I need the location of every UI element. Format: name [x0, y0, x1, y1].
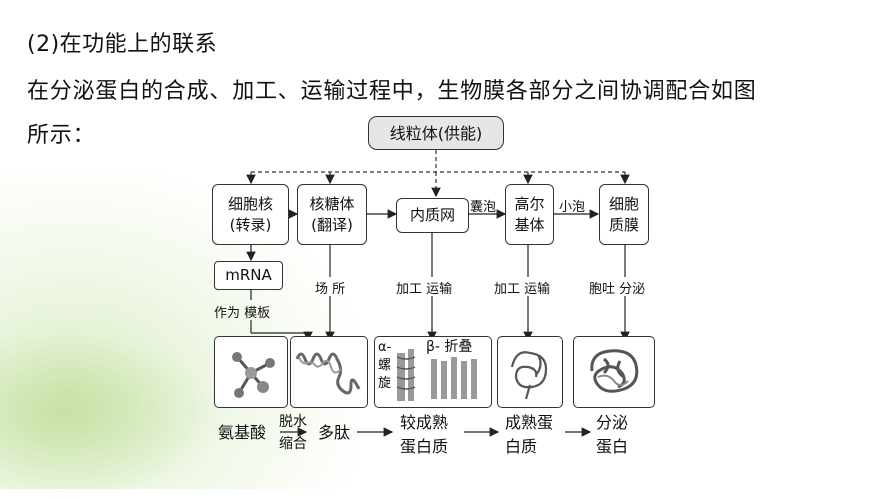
- er-box: 内质网: [396, 198, 469, 233]
- intro-line-2: 所示：: [27, 123, 96, 148]
- ribosome-label: 核糖体: [309, 194, 355, 213]
- membrane-box: 细胞 质膜: [599, 184, 649, 245]
- ribosome-sub-label: (翻译): [311, 215, 353, 234]
- nucleus-box: 细胞核 (转录): [212, 184, 289, 245]
- dehydration-label-1: 脱水: [279, 414, 307, 430]
- nucleus-label: 细胞核: [227, 194, 273, 213]
- mature-protein-label-1: 成熟蛋: [505, 413, 554, 432]
- background-leaf-decoration-2: [0, 330, 220, 500]
- golgi-label-2: 基体: [514, 215, 545, 234]
- alpha-helix-label-b: 螺: [378, 358, 392, 373]
- mitochondria-box: 线粒体(供能): [368, 116, 504, 150]
- intro-line-1: 在分泌蛋白的合成、加工、运输过程中，生物膜各部分之间协调配合如图: [27, 79, 757, 104]
- secreted-protein-label-1: 分泌: [596, 413, 629, 432]
- site-label: 场 所: [315, 282, 346, 297]
- membrane-process-label: 胞吐 分泌: [589, 282, 646, 297]
- section-heading: (2)在功能上的联系: [27, 32, 218, 57]
- vesicle-label: 囊泡: [470, 200, 497, 215]
- mrna-box: mRNA: [214, 261, 283, 290]
- mature-protein-partial-label-2: 蛋白质: [400, 437, 449, 456]
- er-label: 内质网: [409, 206, 455, 224]
- mature-protein-label-2: 白质: [505, 437, 538, 456]
- golgi-label-1: 高尔: [514, 194, 545, 213]
- mitochondria-label: 线粒体(供能): [389, 123, 483, 143]
- secreted-protein-image: [573, 336, 655, 408]
- polypeptide-label: 多肽: [318, 423, 351, 442]
- secreted-protein-label-2: 蛋白: [596, 437, 629, 456]
- er-process-label: 加工 运输: [396, 282, 453, 297]
- membrane-label-2: 质膜: [608, 215, 639, 234]
- mrna-label: mRNA: [225, 266, 272, 284]
- alpha-helix-label-a: α-: [378, 340, 392, 355]
- mature-protein-partial-image: [497, 336, 563, 408]
- golgi-process-label: 加工 运输: [494, 282, 551, 297]
- diagram-connectors: [246, 150, 630, 437]
- amino-acid-image: [214, 336, 288, 408]
- golgi-box: 高尔 基体: [505, 184, 554, 245]
- nucleus-sub-label: (转录): [229, 215, 272, 234]
- dehydration-label-2: 缩合: [279, 436, 307, 452]
- polypeptide-image: [290, 336, 368, 408]
- beta-sheet-label: β- 折叠: [426, 339, 473, 355]
- amino-acid-label: 氨基酸: [218, 423, 267, 442]
- mature-protein-partial-label-1: 较成熟: [400, 413, 449, 432]
- small-vesicle-label: 小泡: [559, 200, 586, 215]
- secondary-structure-image: α- 螺 旋 β- 折叠: [374, 336, 492, 408]
- ribosome-box: 核糖体 (翻译): [297, 184, 367, 245]
- membrane-label-1: 细胞: [608, 194, 639, 213]
- template-label: 作为 模板: [214, 306, 271, 321]
- alpha-helix-label-c: 旋: [378, 376, 392, 391]
